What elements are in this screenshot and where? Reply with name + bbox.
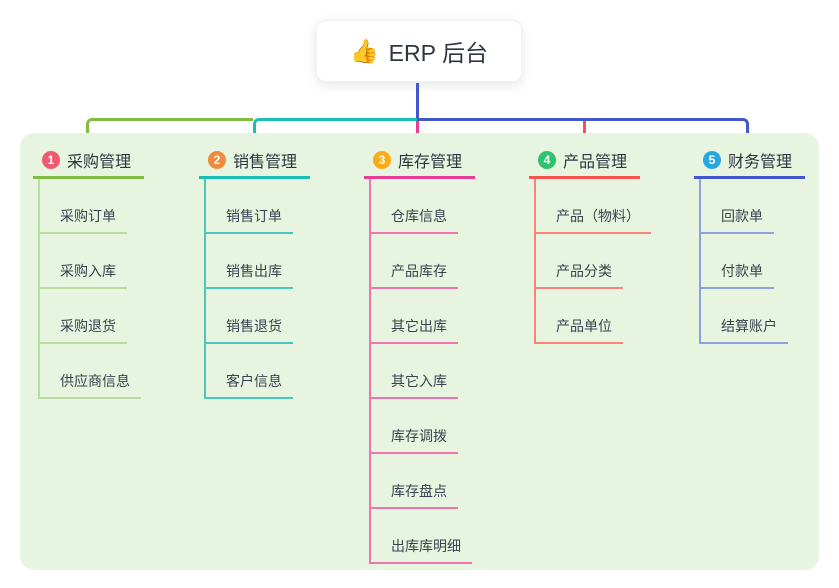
child-label: 采购订单 <box>40 206 127 234</box>
child-label: 回款单 <box>701 206 774 234</box>
branch-product: 4 产品管理 产品（物料） 产品分类 产品单位 <box>529 146 651 344</box>
branch-children: 采购订单 采购入库 采购退货 供应商信息 <box>38 179 141 399</box>
root-node-label: ERP 后台 <box>388 40 488 66</box>
child-label: 产品分类 <box>536 261 623 289</box>
root-node[interactable]: 👍 ERP 后台 <box>316 20 522 82</box>
child-label: 产品库存 <box>371 261 458 289</box>
child-label: 采购入库 <box>40 261 127 289</box>
child-label: 结算账户 <box>701 316 788 344</box>
child-node[interactable]: 库存调拨 <box>371 399 472 454</box>
child-label: 客户信息 <box>206 371 293 399</box>
branch-node-inventory[interactable]: 3 库存管理 <box>364 146 476 179</box>
branch-children: 产品（物料） 产品分类 产品单位 <box>534 179 651 344</box>
child-node[interactable]: 供应商信息 <box>40 344 141 399</box>
branch-label: 财务管理 <box>728 153 793 171</box>
child-node[interactable]: 回款单 <box>701 179 788 234</box>
branch-label: 销售管理 <box>233 153 298 171</box>
child-node[interactable]: 产品单位 <box>536 289 651 344</box>
child-node[interactable]: 产品分类 <box>536 234 651 289</box>
child-node[interactable]: 其它出库 <box>371 289 472 344</box>
branch-sales: 2 销售管理 销售订单 销售出库 销售退货 客户信息 <box>199 146 311 399</box>
branch-node-purchase[interactable]: 1 采购管理 <box>33 146 145 179</box>
child-node[interactable]: 其它入库 <box>371 344 472 399</box>
child-node[interactable]: 采购入库 <box>40 234 141 289</box>
child-node[interactable]: 采购订单 <box>40 179 141 234</box>
child-node[interactable]: 销售退货 <box>206 289 293 344</box>
child-label: 付款单 <box>701 261 774 289</box>
child-label: 其它出库 <box>371 316 458 344</box>
branch-label: 采购管理 <box>67 153 132 171</box>
branches-panel <box>20 133 819 570</box>
child-label: 产品（物料） <box>536 206 651 234</box>
branch-badge-1: 1 <box>42 150 60 169</box>
branch-inventory: 3 库存管理 仓库信息 产品库存 其它出库 其它入库 库存调拨 库存盘点 出库库… <box>364 146 476 564</box>
child-node[interactable]: 产品库存 <box>371 234 472 289</box>
child-node[interactable]: 客户信息 <box>206 344 293 399</box>
child-node[interactable]: 库存盘点 <box>371 454 472 509</box>
child-label: 销售订单 <box>206 206 293 234</box>
child-node[interactable]: 付款单 <box>701 234 788 289</box>
branch-badge-2: 2 <box>208 150 226 169</box>
child-label: 销售退货 <box>206 316 293 344</box>
thumbs-up-icon: 👍 <box>350 37 379 64</box>
branch-label: 库存管理 <box>398 153 463 171</box>
branch-badge-5: 5 <box>703 150 721 169</box>
child-node[interactable]: 采购退货 <box>40 289 141 344</box>
child-node[interactable]: 产品（物料） <box>536 179 651 234</box>
connector-root-vertical <box>416 83 419 121</box>
branch-label: 产品管理 <box>563 153 628 171</box>
branch-children: 回款单 付款单 结算账户 <box>699 179 788 344</box>
branch-finance: 5 财务管理 回款单 付款单 结算账户 <box>694 146 806 344</box>
child-label: 销售出库 <box>206 261 293 289</box>
branch-children: 销售订单 销售出库 销售退货 客户信息 <box>204 179 293 399</box>
child-label: 库存调拨 <box>371 426 458 454</box>
child-label: 库存盘点 <box>371 481 458 509</box>
branch-badge-4: 4 <box>538 150 556 169</box>
child-node[interactable]: 仓库信息 <box>371 179 472 234</box>
branch-node-finance[interactable]: 5 财务管理 <box>694 146 806 179</box>
child-label: 仓库信息 <box>371 206 458 234</box>
child-node[interactable]: 出库库明细 <box>371 509 472 564</box>
branch-badge-3: 3 <box>373 150 391 169</box>
child-node[interactable]: 销售订单 <box>206 179 293 234</box>
branch-purchase: 1 采购管理 采购订单 采购入库 采购退货 供应商信息 <box>33 146 145 399</box>
child-label: 产品单位 <box>536 316 623 344</box>
connector-branch4-drop <box>583 121 586 144</box>
branch-node-sales[interactable]: 2 销售管理 <box>199 146 311 179</box>
child-label: 其它入库 <box>371 371 458 399</box>
branch-children: 仓库信息 产品库存 其它出库 其它入库 库存调拨 库存盘点 出库库明细 <box>369 179 472 564</box>
child-node[interactable]: 销售出库 <box>206 234 293 289</box>
child-label: 出库库明细 <box>371 536 472 564</box>
child-label: 供应商信息 <box>40 371 141 399</box>
child-node[interactable]: 结算账户 <box>701 289 788 344</box>
child-label: 采购退货 <box>40 316 127 344</box>
branch-node-product[interactable]: 4 产品管理 <box>529 146 641 179</box>
